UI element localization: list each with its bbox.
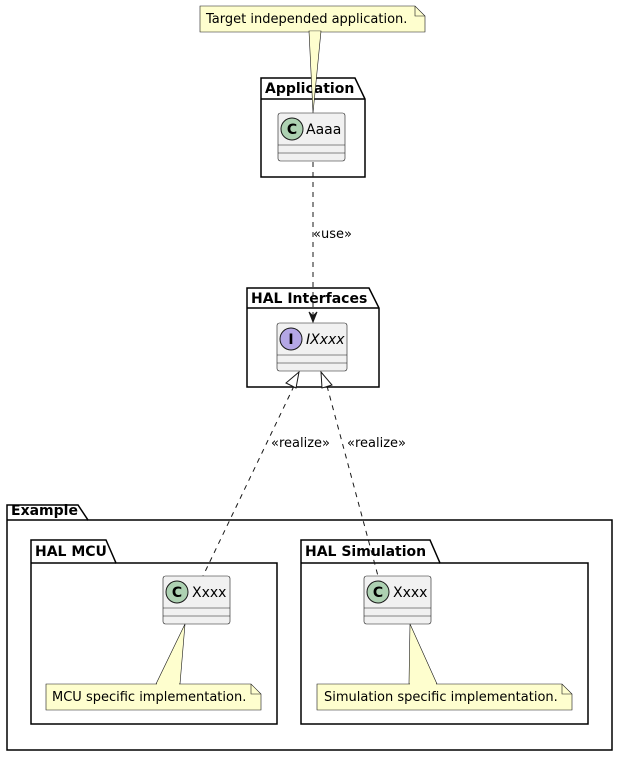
svg-text:I: I — [288, 332, 293, 348]
edge-use: «use» — [308, 162, 352, 324]
class-aaaa[interactable]: C Aaaa — [277, 112, 346, 162]
package-hal-mcu: HAL MCU — [30, 539, 278, 725]
package-application-title: Application — [265, 81, 354, 97]
package-example: Example — [6, 503, 613, 751]
svg-text:C: C — [172, 585, 182, 601]
note-simulation: Simulation specific implementation. — [316, 623, 573, 711]
class-xxxx-sim-name: Xxxx — [393, 585, 427, 601]
note-simulation-text: Simulation specific implementation. — [324, 690, 558, 705]
class-stereotype-icon — [366, 580, 390, 604]
realize-mcu-arrowhead — [285, 370, 300, 389]
interface-ixxxx[interactable]: I IXxxx — [276, 322, 348, 372]
class-xxxx-mcu[interactable]: C Xxxx — [162, 575, 231, 625]
edge-realize-sim: «realize» — [320, 370, 406, 577]
interface-stereotype-icon — [279, 327, 303, 351]
package-hal-interfaces: HAL Interfaces — [246, 287, 380, 388]
class-stereotype-icon — [280, 117, 304, 141]
use-arrowhead — [308, 311, 318, 324]
edge-realize-mcu: «realize» — [202, 370, 330, 577]
interface-ixxxx-name: IXxxx — [306, 332, 345, 348]
class-xxxx-sim[interactable]: C Xxxx — [363, 575, 432, 625]
note-application-text: Target independed application. — [205, 12, 407, 27]
note-mcu-text: MCU specific implementation. — [52, 690, 246, 705]
use-label: «use» — [313, 227, 352, 242]
note-mcu: MCU specific implementation. — [45, 623, 262, 711]
package-hal-simulation: HAL Simulation — [300, 539, 589, 725]
realize-sim-arrowhead — [320, 370, 333, 389]
class-xxxx-mcu-name: Xxxx — [192, 585, 226, 601]
class-aaaa-name: Aaaa — [306, 122, 341, 138]
svg-text:C: C — [373, 585, 383, 601]
realize-sim-label: «realize» — [347, 436, 406, 451]
package-hal-mcu-title: HAL MCU — [35, 544, 107, 560]
package-example-title: Example — [11, 503, 78, 519]
svg-text:C: C — [287, 122, 297, 138]
class-stereotype-icon — [165, 580, 189, 604]
package-hal-interfaces-title: HAL Interfaces — [251, 291, 367, 307]
realize-mcu-label: «realize» — [271, 436, 330, 451]
note-application: Target independed application. — [199, 5, 426, 114]
package-hal-simulation-title: HAL Simulation — [305, 544, 426, 560]
